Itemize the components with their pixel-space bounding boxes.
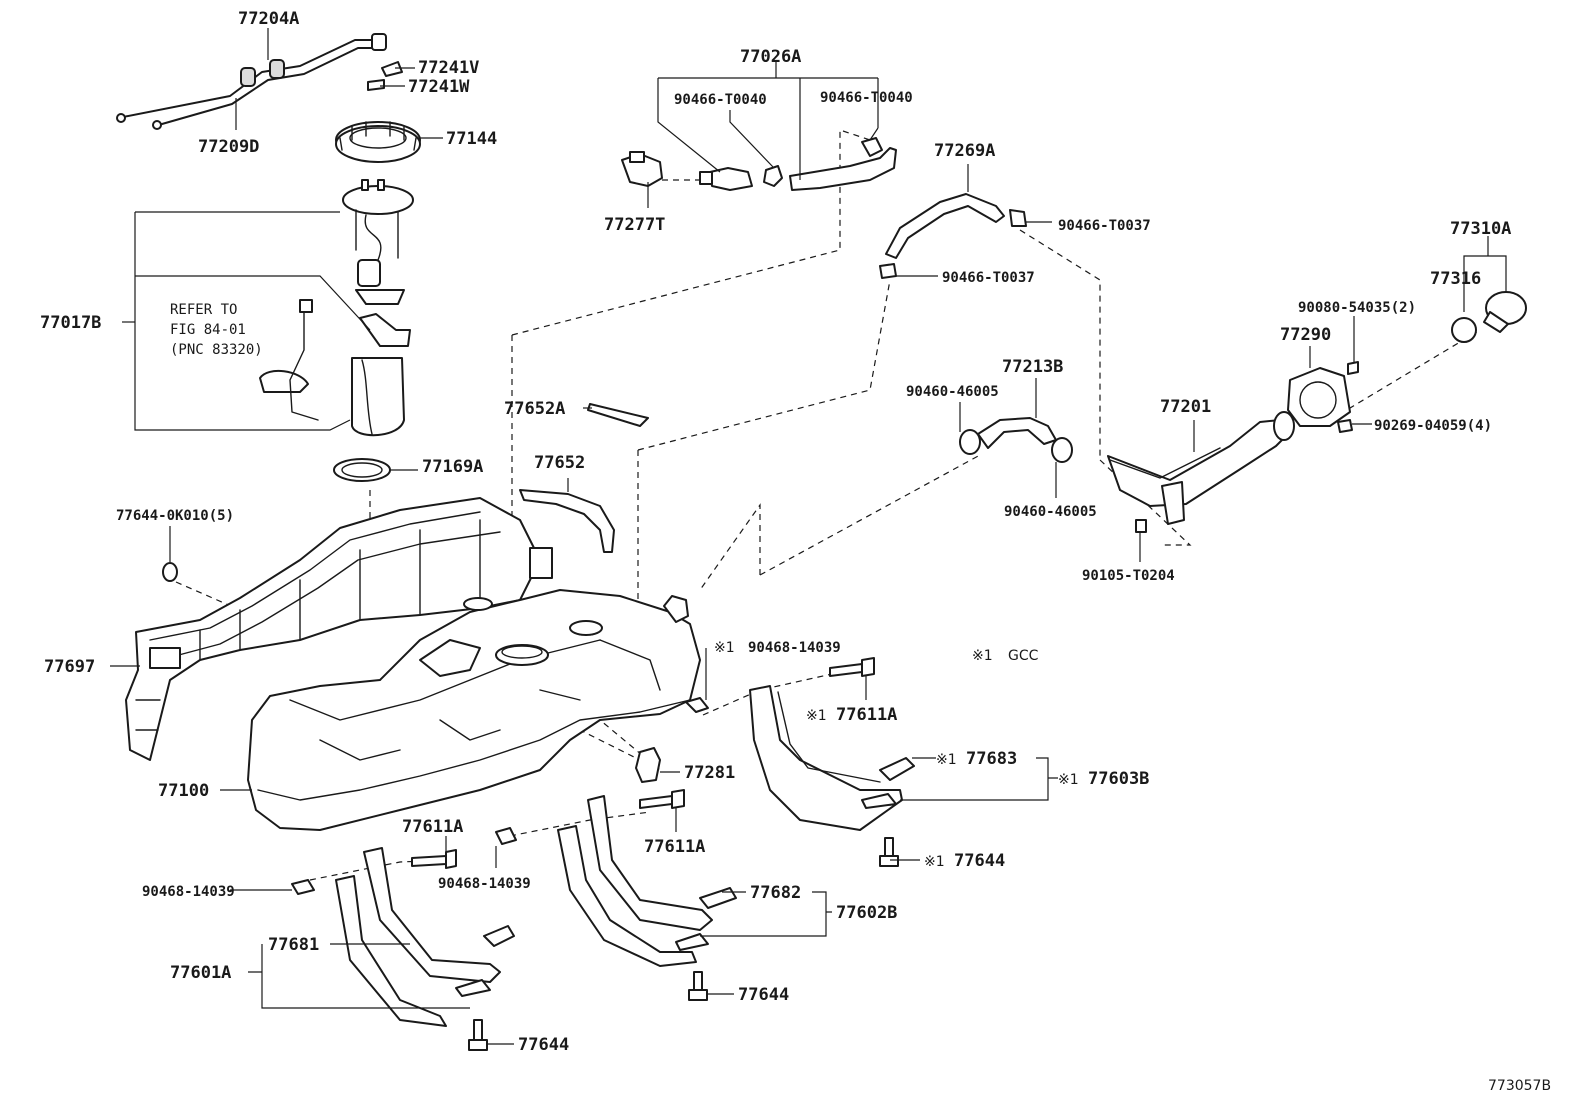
label-77169A: 77169A: [422, 457, 483, 477]
insulator-77652A: [587, 403, 649, 427]
fuel-tank-77100: [247, 589, 701, 831]
label-90466-T0040-b: 90466-T0040: [820, 90, 913, 106]
label-90080-54035: 90080-54035(2): [1298, 300, 1416, 316]
label-refer-pnc: (PNC 83320): [170, 342, 263, 358]
label-gcc-note: GCC: [1008, 648, 1039, 664]
label-90468-14039-top: 90468-14039: [748, 640, 841, 656]
fuel-cap-77310A: [1483, 291, 1527, 333]
label-77100: 77100: [158, 781, 209, 801]
label-90105-T0204: 90105-T0204: [1082, 568, 1175, 584]
label-77241V: 77241V: [418, 58, 479, 78]
label-77213B: 77213B: [1002, 357, 1063, 377]
label-90468-14039-left: 90468-14039: [142, 884, 235, 900]
mark-1-77683: ※1: [936, 752, 957, 768]
label-77644-0K010: 77644-0K010(5): [116, 508, 234, 524]
hose-77213B: [959, 417, 1073, 463]
retainer-ring-77144: [335, 121, 421, 163]
band-77601A: [335, 847, 515, 1027]
label-90460-46005-a: 90460-46005: [906, 384, 999, 400]
label-90460-46005-b: 90460-46005: [1004, 504, 1097, 520]
label-77269A: 77269A: [934, 141, 995, 161]
bolts: [411, 657, 899, 1051]
label-77201: 77201: [1160, 397, 1211, 417]
insulator-77652: [519, 489, 615, 553]
label-77681: 77681: [268, 935, 319, 955]
label-77241W: 77241W: [408, 77, 470, 97]
clips-90468: [291, 697, 709, 895]
fuel-pump-assembly: [259, 179, 414, 437]
label-77652A: 77652A: [504, 399, 565, 419]
label-77026A: 77026A: [740, 47, 801, 67]
label-77611A-top: 77611A: [836, 705, 897, 725]
band-77602B: [557, 795, 737, 967]
label-77017B: 77017B: [40, 313, 101, 333]
label-77601A: 77601A: [170, 963, 231, 983]
label-77682: 77682: [750, 883, 801, 903]
label-77277T: 77277T: [604, 215, 665, 235]
label-refer-to: REFER TO: [170, 302, 237, 318]
label-77310A: 77310A: [1450, 219, 1511, 239]
mark-1-77603B: ※1: [1058, 772, 1079, 788]
label-77683: 77683: [966, 749, 1017, 769]
label-77644-right: 77644: [954, 851, 1005, 871]
label-90466-T0037-b: 90466-T0037: [942, 270, 1035, 286]
label-90466-T0037-a: 90466-T0037: [1058, 218, 1151, 234]
label-77281: 77281: [684, 763, 735, 783]
label-77144: 77144: [446, 129, 497, 149]
label-90269-04059: 90269-04059(4): [1374, 418, 1492, 434]
hose-77269A: [879, 193, 1027, 279]
label-refer-fig: FIG 84-01: [170, 322, 246, 338]
clip-77644-0K010: [162, 562, 178, 582]
mark-1-gcc: ※1: [972, 648, 993, 664]
label-77611A-mid: 77611A: [644, 837, 705, 857]
label-77316: 77316: [1430, 269, 1481, 289]
label-77611A-left: 77611A: [402, 817, 463, 837]
label-77644-mid: 77644: [738, 985, 789, 1005]
label-90468-14039-mid: 90468-14039: [438, 876, 531, 892]
small-clips-77241: [367, 61, 403, 91]
label-90466-T0040-a: 90466-T0040: [674, 92, 767, 108]
label-77209D: 77209D: [198, 137, 259, 157]
label-77652: 77652: [534, 453, 585, 473]
fuel-lid-box-77290: [1287, 367, 1351, 427]
label-77290: 77290: [1280, 325, 1331, 345]
figure-id: 773057B: [1488, 1078, 1551, 1094]
fuel-tube-assembly: [116, 33, 387, 130]
valve-assembly: [621, 137, 897, 191]
part-labels: 77204A 77241V 77241W 77209D 77144 77017B…: [40, 9, 1551, 1094]
label-77644-bottom: 77644: [518, 1035, 569, 1055]
gasket-77169A: [333, 458, 391, 482]
label-77603B: 77603B: [1088, 769, 1149, 789]
mark-1-77611A: ※1: [806, 708, 827, 724]
band-77603B: [749, 685, 915, 831]
bracket-77017B: [122, 211, 371, 431]
label-77204A: 77204A: [238, 9, 299, 29]
small-screws: [1337, 361, 1359, 433]
mark-1-top: ※1: [714, 640, 735, 656]
leader-lines: [110, 28, 1507, 1045]
tank-protector-77697: [125, 497, 553, 761]
label-77697: 77697: [44, 657, 95, 677]
mark-1-77644: ※1: [924, 854, 945, 870]
filler-pipe-77201: [1107, 411, 1295, 533]
gasket-77316: [1451, 317, 1477, 343]
label-77602B: 77602B: [836, 903, 897, 923]
